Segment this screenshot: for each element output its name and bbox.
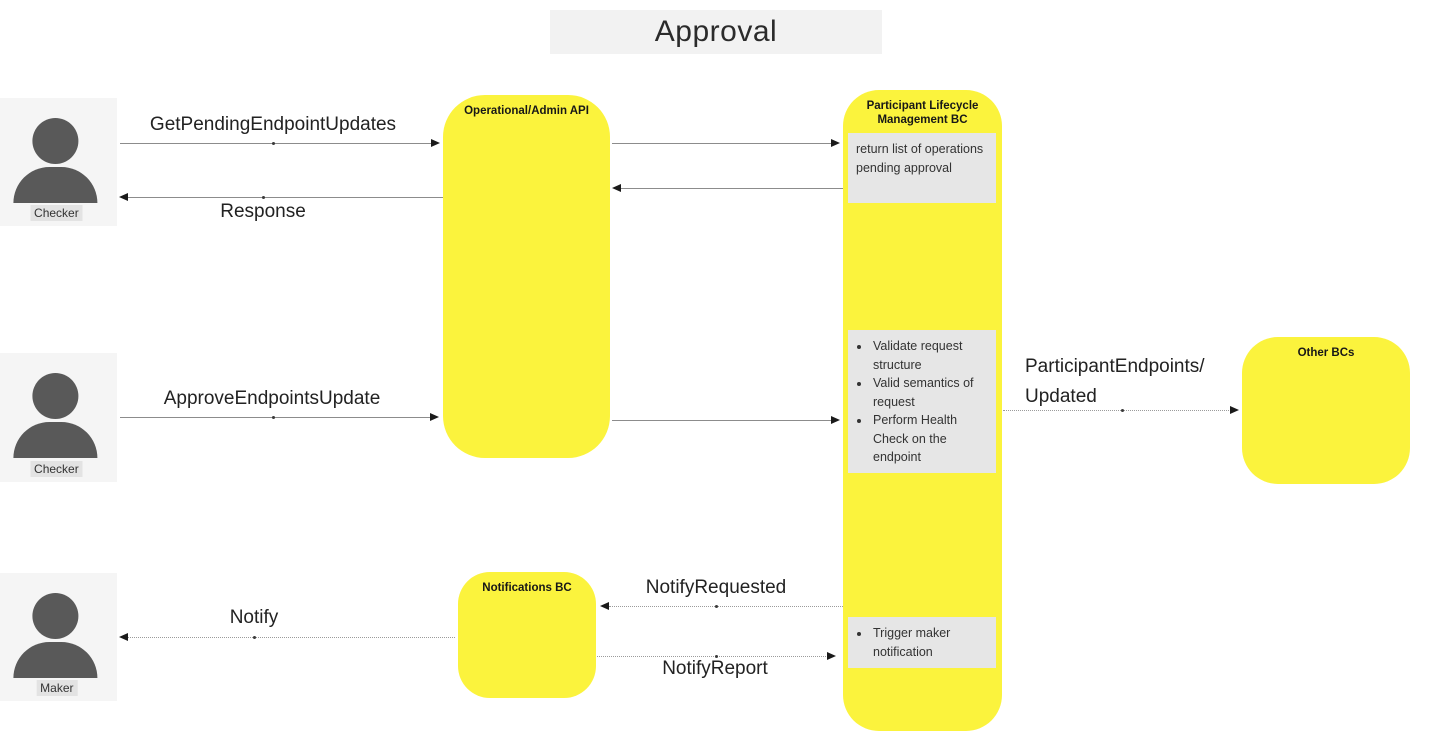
waypoint-dot xyxy=(1121,409,1124,412)
arrowhead-left xyxy=(600,602,609,610)
label-approve-endpoints-update: ApproveEndpointsUpdate xyxy=(163,388,381,409)
label-line-2: Updated xyxy=(1025,386,1097,407)
arrow-api-to-plm-mid-line xyxy=(612,420,832,421)
diagram-title: Approval xyxy=(550,10,882,54)
arrow-approve-line xyxy=(120,417,431,418)
box-notifications-bc: Notifications BC xyxy=(458,572,596,698)
arrowhead-right xyxy=(827,652,836,660)
person-icon xyxy=(10,118,100,203)
person-torso xyxy=(12,422,97,458)
arrowhead-left xyxy=(119,633,128,641)
arrow-get-pending-line xyxy=(120,143,432,144)
box-title: Other BCs xyxy=(1297,347,1355,359)
checklist-item: Perform Health Check on the endpoint xyxy=(871,411,988,467)
arrow-response-line xyxy=(128,197,443,198)
person-icon xyxy=(10,373,100,458)
actor-maker: Maker xyxy=(0,573,117,701)
box-title: Participant Lifecycle Management BC xyxy=(866,100,979,126)
label-line-1: ParticipantEndpoints/ xyxy=(1025,356,1205,377)
box-title: Operational/Admin API xyxy=(464,105,589,117)
actor-label: Checker xyxy=(30,461,83,477)
arrow-plm-to-api-line xyxy=(621,188,843,189)
waypoint-dot xyxy=(715,605,718,608)
note-trigger-notification: Trigger maker notification xyxy=(848,617,996,668)
person-head xyxy=(31,593,78,639)
checklist-item: Validate request structure xyxy=(871,337,988,374)
person-torso xyxy=(12,167,97,203)
box-other-bcs: Other BCs xyxy=(1242,337,1410,484)
label-notify: Notify xyxy=(229,607,279,628)
note-return-list: return list of operations pending approv… xyxy=(848,133,996,203)
arrowhead-left xyxy=(612,184,621,192)
label-get-pending-endpoint-updates: GetPendingEndpointUpdates xyxy=(149,114,397,135)
person-icon xyxy=(10,593,100,678)
arrow-notify-report-line xyxy=(597,656,828,657)
note-validation-steps: Validate request structure Valid semanti… xyxy=(848,330,996,473)
arrowhead-right xyxy=(430,413,439,421)
trigger-list: Trigger maker notification xyxy=(856,624,988,661)
box-operational-admin-api: Operational/Admin API xyxy=(443,95,610,458)
arrowhead-right xyxy=(831,416,840,424)
person-torso xyxy=(12,642,97,678)
waypoint-dot xyxy=(262,196,265,199)
label-participant-endpoints-updated: ParticipantEndpoints/ Updated xyxy=(1025,352,1205,412)
actor-checker-2: Checker xyxy=(0,353,117,482)
arrowhead-right xyxy=(1230,406,1239,414)
label-response: Response xyxy=(220,201,306,222)
person-head xyxy=(31,373,78,419)
arrowhead-right xyxy=(831,139,840,147)
arrowhead-left xyxy=(119,193,128,201)
waypoint-dot xyxy=(253,636,256,639)
label-notify-report: NotifyReport xyxy=(662,658,768,679)
label-notify-requested: NotifyRequested xyxy=(645,577,787,598)
checklist-item: Valid semantics of request xyxy=(871,374,988,411)
arrow-notify-requested-line xyxy=(609,606,843,607)
waypoint-dot xyxy=(272,416,275,419)
waypoint-dot xyxy=(272,142,275,145)
actor-label: Maker xyxy=(36,680,78,696)
actor-checker-1: Checker xyxy=(0,98,117,226)
arrowhead-right xyxy=(431,139,440,147)
arrow-notify-line xyxy=(128,637,455,638)
actor-label: Checker xyxy=(30,205,83,221)
arrow-participant-endpoints-line xyxy=(1003,410,1231,411)
waypoint-dot xyxy=(715,655,718,658)
checklist-item: Trigger maker notification xyxy=(871,624,988,661)
box-title: Notifications BC xyxy=(482,582,572,594)
arrow-api-to-plm-top-line xyxy=(612,143,832,144)
validation-checklist: Validate request structure Valid semanti… xyxy=(856,337,988,467)
person-head xyxy=(31,118,78,164)
